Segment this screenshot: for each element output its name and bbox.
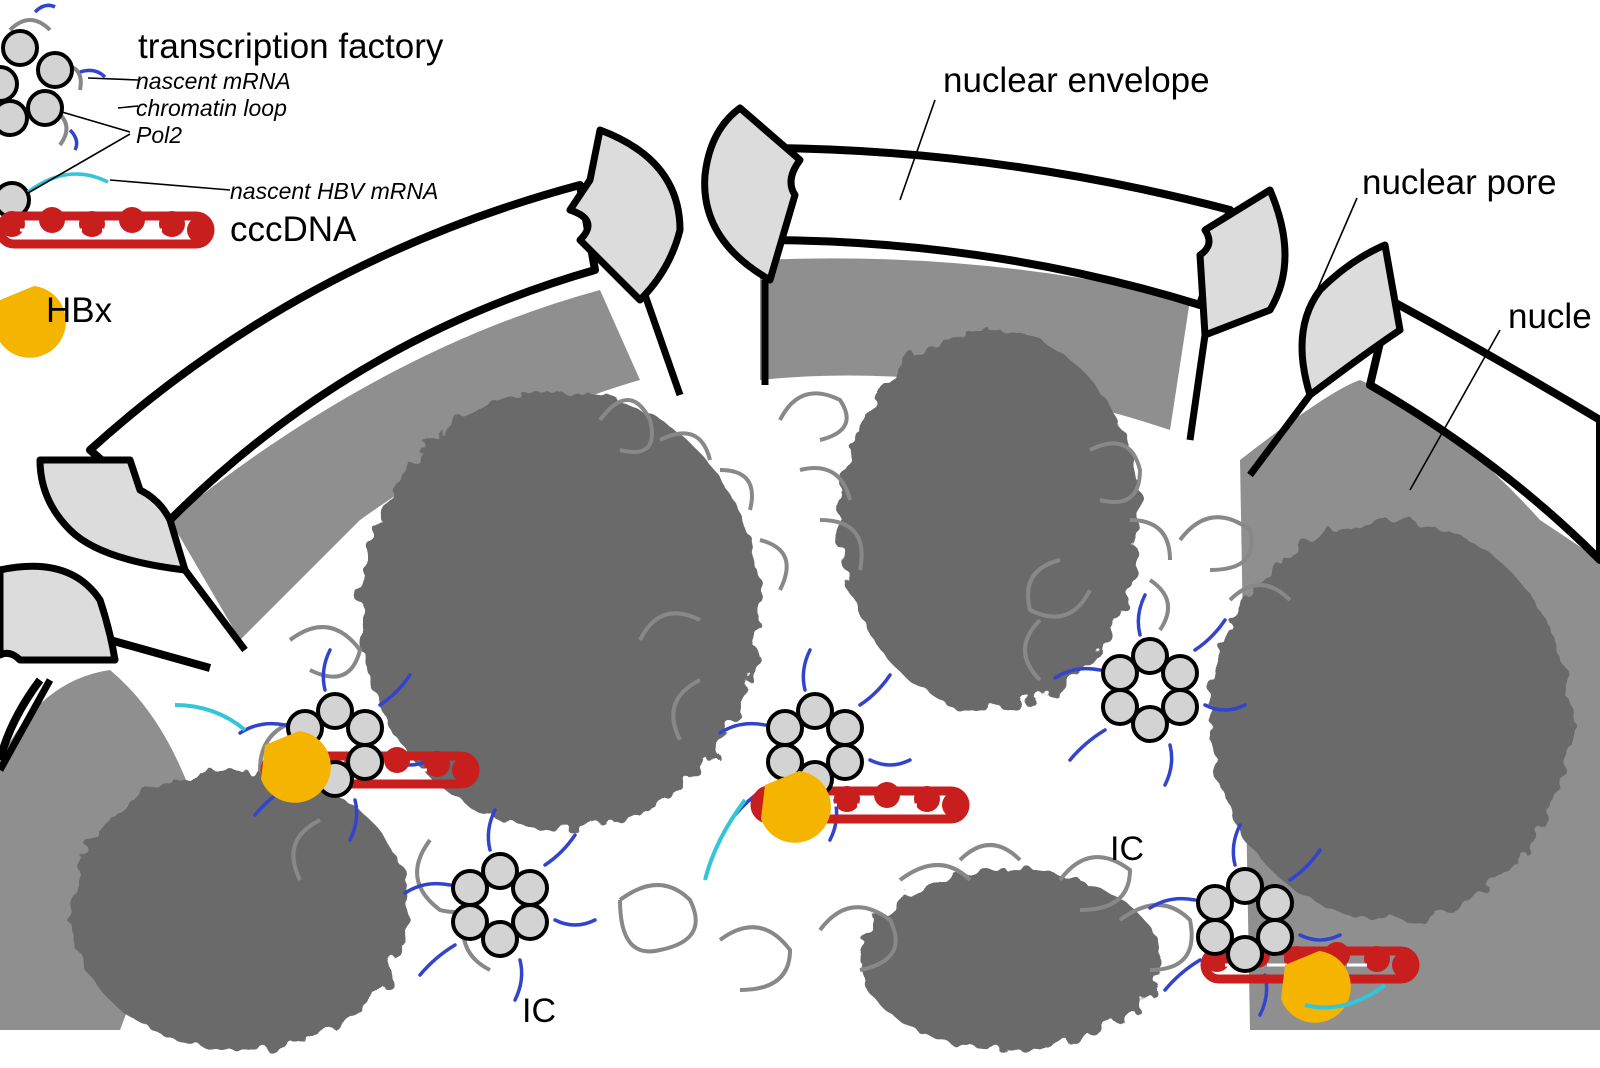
nuclear-pore <box>701 104 804 284</box>
heterochromatin-domain <box>860 870 1160 1050</box>
heterochromatin-domain <box>840 330 1140 710</box>
label-hbx: HBx <box>46 291 113 330</box>
label-ic: IC <box>522 992 556 1030</box>
label-nascent-hbv-mrna: nascent HBV mRNA <box>230 178 438 204</box>
label-chromatin-loop: chromatin loop <box>136 95 287 121</box>
nuclear-pore <box>1196 186 1289 339</box>
nuclear-pores <box>0 104 1404 664</box>
label-nascent-mrna: nascent mRNA <box>136 68 291 94</box>
label-pol2: Pol2 <box>136 122 182 148</box>
label-transcription-factory: transcription factory <box>138 27 444 66</box>
label-cccdna: cccDNA <box>230 210 357 249</box>
legend-factory-icon <box>0 3 107 151</box>
envelope-segment <box>0 677 44 761</box>
chromatin-loops <box>257 391 1292 992</box>
label-nucleus: nucle <box>1508 297 1592 336</box>
nuclear-envelope <box>0 144 1600 761</box>
legend-leaders <box>27 77 231 194</box>
nuclear-pore <box>566 126 684 304</box>
chromatin-territories <box>0 258 1600 1050</box>
label-nuclear-pore: nuclear pore <box>1362 163 1557 202</box>
heterochromatin-domain <box>70 770 410 1050</box>
hbv-transcription-factory <box>174 648 478 842</box>
label-nuclear-envelope: nuclear envelope <box>943 61 1210 100</box>
nuclear-pore <box>36 456 189 574</box>
heterochromatin-domain <box>1210 520 1570 920</box>
label-ic: IC <box>1110 830 1144 868</box>
callout-leaders <box>899 99 1501 491</box>
hbv-transcription-factory <box>703 648 968 881</box>
legend-cccdna-icon <box>0 207 213 244</box>
legend <box>0 3 231 358</box>
legend-pol2-icon <box>0 172 109 219</box>
hbv-transcription-factory <box>1148 823 1418 1023</box>
heterochromatin-domain <box>360 390 760 830</box>
nuclear-pore <box>0 562 119 664</box>
nuclear-pore <box>1298 241 1404 399</box>
pore-baskets <box>0 280 1313 772</box>
